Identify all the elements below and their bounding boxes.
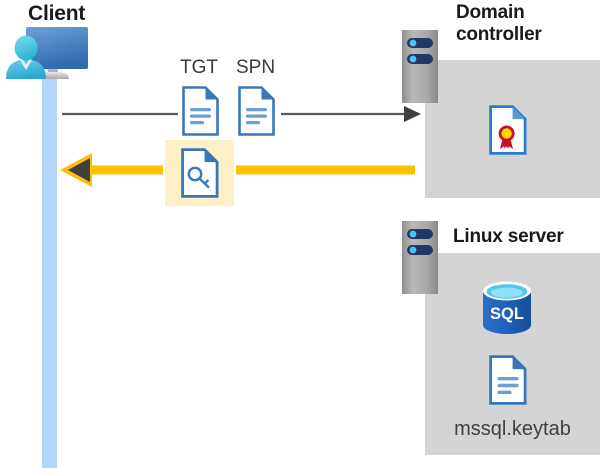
client-lifeline-bar: [42, 72, 57, 468]
service-ticket-document-key-icon: [181, 148, 219, 198]
page-title-linux-server: Linux server: [453, 226, 564, 247]
spn-document-icon: [238, 86, 275, 136]
keytab-filename-label: mssql.keytab: [454, 418, 571, 440]
spn-label: SPN: [236, 57, 276, 78]
domain-controller-title-line2: controller: [456, 24, 542, 46]
tgt-label: TGT: [180, 57, 218, 78]
domain-controller-title-line1: Domain: [456, 2, 525, 23]
page-title-client: Client: [28, 2, 86, 25]
sql-database-icon: SQL: [481, 279, 533, 337]
certificate-document-icon: [489, 105, 527, 155]
keytab-document-icon: [489, 355, 527, 405]
tgt-document-icon: [182, 86, 219, 136]
linux-server-rack-icon: [402, 221, 438, 294]
sql-label: SQL: [490, 305, 524, 323]
page-title-domain-controller: Domain controller: [456, 2, 596, 47]
client-user-monitor-icon: [4, 24, 104, 86]
domain-controller-server-rack-icon: [402, 30, 438, 103]
